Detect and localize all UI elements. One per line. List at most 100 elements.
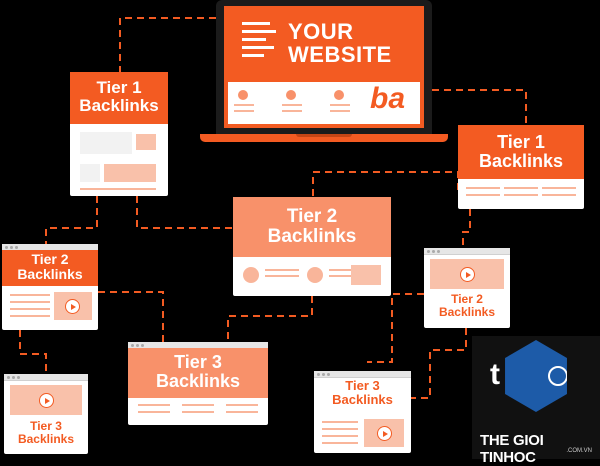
tier2-center-line2: Backlinks	[267, 225, 357, 247]
tier2-left-line2: Backlinks	[17, 265, 83, 282]
content-dot	[334, 90, 344, 100]
text-line	[10, 315, 50, 317]
browser-bar	[424, 248, 510, 255]
text-line	[329, 269, 363, 271]
text-line	[322, 435, 358, 437]
connector-tier2left-tier3center	[98, 291, 164, 342]
content-dot	[243, 267, 259, 283]
text-line	[466, 187, 500, 189]
text-line	[282, 104, 302, 106]
content-block	[80, 164, 100, 182]
text-line	[322, 421, 358, 423]
tier1-right-header: Tier 1 Backlinks	[458, 125, 584, 179]
text-line	[242, 30, 276, 33]
tier1-left-line1: Tier 1	[96, 78, 142, 97]
tier3-center-card: Tier 3 Backlinks	[128, 342, 268, 425]
content-dot	[238, 90, 248, 100]
tier1-left-card: Tier 1 Backlinks	[70, 72, 168, 196]
content-dot	[307, 267, 323, 283]
tier2-center-card: Tier 2 Backlinks	[233, 197, 391, 296]
text-line	[542, 187, 576, 189]
text-line	[10, 301, 50, 303]
text-line	[330, 104, 350, 106]
website-screen: YOUR WEBSITE ba	[224, 6, 424, 128]
tier2-right-card: Tier 2 Backlinks	[424, 248, 510, 328]
text-line	[10, 308, 50, 310]
connector-website-tier1-right	[432, 89, 527, 125]
connector-tier1left-tier2center	[136, 196, 232, 229]
tier3-left-line1: Tier 3	[30, 419, 62, 433]
tier3-left-card: Tier 3 Backlinks	[4, 374, 88, 454]
connector-tier2right-tier3right-b	[411, 328, 467, 399]
text-line	[234, 110, 254, 112]
tier1-right-line2: Backlinks	[478, 150, 564, 171]
text-line	[234, 104, 254, 106]
tier2-center-line1: Tier 2	[286, 206, 338, 227]
tier3-left-line2: Backlinks	[17, 432, 75, 447]
text-line	[138, 411, 170, 413]
watermark-t-icon: t	[490, 358, 500, 391]
tier3-right-line1: Tier 3	[345, 378, 380, 393]
text-line	[242, 38, 266, 41]
website-content: ba	[228, 82, 420, 124]
content-dot	[286, 90, 296, 100]
text-line	[80, 188, 156, 190]
tier2-right-label: Tier 2 Backlinks	[424, 292, 510, 320]
browser-bar	[4, 374, 88, 381]
text-line	[265, 269, 299, 271]
tier2-right-line1: Tier 2	[451, 292, 483, 306]
website-title-line2: WEBSITE	[288, 42, 392, 68]
connector-tier2center-tier3center	[227, 296, 313, 342]
tier3-center-header: Tier 3 Backlinks	[128, 348, 268, 398]
text-line	[282, 110, 302, 112]
text-line	[265, 275, 299, 277]
text-line	[182, 411, 214, 413]
tier3-center-line2: Backlinks	[155, 370, 241, 391]
text-line	[242, 22, 270, 25]
watermark-hex-logo	[505, 340, 567, 412]
text-line	[182, 404, 214, 406]
tier1-right-card: Tier 1 Backlinks	[458, 125, 584, 209]
play-icon	[460, 267, 475, 282]
text-line	[322, 428, 358, 430]
tier2-left-line1: Tier 2	[31, 251, 69, 267]
tier2-left-header: Tier 2 Backlinks	[2, 250, 98, 286]
tier3-right-line2: Backlinks	[332, 392, 393, 408]
connector-tier1left-tier2left	[45, 196, 98, 244]
laptop-base	[200, 134, 448, 142]
connector-tier1right-tier2center	[312, 171, 459, 197]
tier1-right-line1: Tier 1	[497, 132, 545, 152]
connector-tier2right-tier3right	[367, 293, 424, 363]
website-title-line1: YOUR	[288, 19, 354, 44]
watermark: t THE GIOI TINHOC .COM.VN	[472, 336, 600, 466]
browser-bar	[314, 371, 411, 378]
watermark-domain: .COM.VN	[566, 448, 592, 454]
tier3-right-card: Tier 3 Backlinks	[314, 371, 411, 453]
tier2-right-line2: Backlinks	[438, 305, 496, 320]
tier3-left-label: Tier 3 Backlinks	[4, 419, 88, 447]
text-line	[504, 194, 538, 196]
text-line	[138, 404, 170, 406]
play-icon	[39, 393, 54, 408]
laptop: YOUR WEBSITE ba	[216, 0, 432, 134]
globe-icon	[548, 366, 567, 386]
tier2-left-card: Tier 2 Backlinks	[2, 244, 98, 330]
text-line	[10, 294, 50, 296]
tier1-left-line2: Backlinks	[79, 95, 159, 115]
tier1-left-header: Tier 1 Backlinks	[70, 72, 168, 124]
text-line	[330, 110, 350, 112]
connector-tier1right-tier2right	[462, 209, 471, 248]
connector-website-tier1-left	[119, 17, 216, 72]
laptop-notch	[296, 134, 352, 137]
tier3-center-line1: Tier 3	[174, 352, 222, 372]
text-line	[322, 442, 358, 444]
connector-tier2left-tier3left	[19, 330, 47, 374]
website-title: YOUR WEBSITE	[288, 20, 392, 66]
text-line	[329, 275, 363, 277]
text-line	[226, 411, 258, 413]
tier2-center-header: Tier 2 Backlinks	[233, 197, 391, 257]
text-line	[504, 187, 538, 189]
tier3-right-label: Tier 3 Backlinks	[314, 378, 411, 408]
content-block	[80, 132, 132, 154]
